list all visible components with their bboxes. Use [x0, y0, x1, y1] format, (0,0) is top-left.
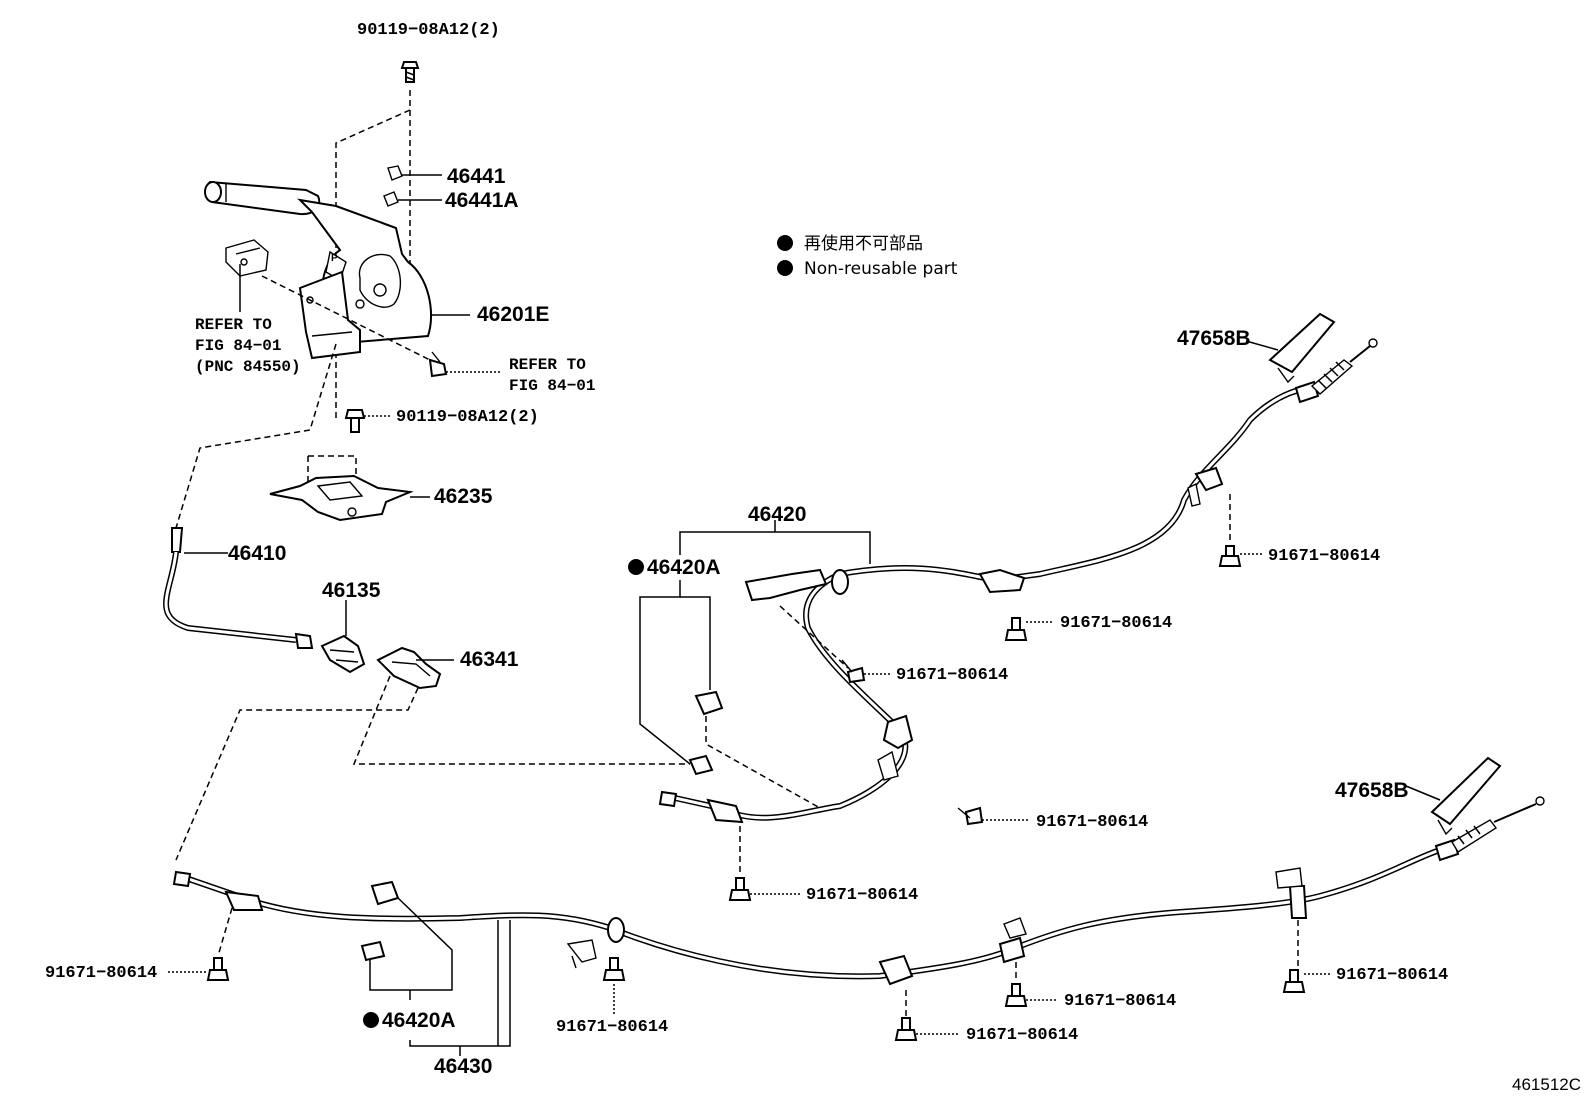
lh-cable-46430: 47658B 46420A 46430 91671−80614 91671−80… — [45, 756, 1545, 1078]
label-91671-i: 91671−80614 — [1064, 992, 1176, 1011]
label-bolt-top: 90119−08A12(2) — [357, 21, 500, 40]
label-46420: 46420 — [748, 503, 806, 526]
rh-cable-46420: 46420 46420A 47658B — [628, 312, 1380, 905]
label-46341: 46341 — [460, 648, 519, 671]
bolt-icon — [894, 1017, 918, 1041]
cable-clip-47658b-lower — [1430, 756, 1502, 836]
bolt-icon — [1218, 545, 1242, 567]
clip-icon — [383, 165, 403, 207]
label-91671-f: 91671−80614 — [45, 964, 157, 983]
label-91671-c: 91671−80614 — [896, 666, 1008, 685]
bolt-icon — [428, 351, 448, 378]
label-47658b-upper: 47658B — [1177, 327, 1251, 350]
brake-lever-handle: P — [204, 180, 432, 360]
bolt-icon — [1004, 617, 1028, 641]
bolt-icon — [400, 61, 420, 83]
bolt-icon — [1282, 969, 1306, 993]
non-reusable-marker-icon — [363, 1012, 379, 1028]
label-91671-j: 91671−80614 — [1336, 966, 1448, 985]
cable-clip-47658b-upper — [1268, 312, 1336, 384]
label-46201e: 46201E — [477, 303, 549, 326]
non-reusable-marker-icon — [777, 235, 793, 251]
non-reusable-marker-icon — [777, 260, 793, 276]
bolt-icon — [728, 877, 752, 901]
label-91671-e: 91671−80614 — [806, 886, 918, 905]
bolt-icon — [957, 806, 984, 826]
label-46235: 46235 — [434, 485, 493, 508]
label-91671-b: 91671−80614 — [1060, 614, 1172, 633]
legend: 再使用不可部品 Non-reusable part — [777, 233, 958, 279]
label-91671-a: 91671−80614 — [1268, 547, 1380, 566]
label-refer-right-1: REFER TO — [509, 356, 586, 374]
label-refer-right-2: FIG 84−01 — [509, 377, 595, 395]
label-46135: 46135 — [322, 579, 381, 602]
label-46420a-upper: 46420A — [647, 556, 721, 579]
equalizer-parts: 46135 46341 — [175, 579, 690, 861]
figure-number: 461512C — [1512, 1075, 1581, 1094]
label-91671-d: 91671−80614 — [1036, 813, 1148, 832]
label-91671-h: 91671−80614 — [966, 1026, 1078, 1045]
parking-brake-lever-assembly: 90119−08A12(2) 46441 46441A P — [195, 21, 595, 522]
label-46441a: 46441A — [445, 189, 519, 212]
label-46420a-lower: 46420A — [382, 1009, 456, 1032]
bolt-icon — [841, 659, 866, 684]
label-bolt-mid: 90119−08A12(2) — [396, 408, 539, 427]
legend-english: Non-reusable part — [804, 259, 958, 279]
bolt-icon — [1004, 983, 1028, 1007]
label-46410: 46410 — [228, 542, 286, 565]
bolt-icon — [344, 409, 366, 433]
bracket-46235 — [269, 474, 414, 522]
label-91671-g: 91671−80614 — [556, 1018, 668, 1037]
label-46441: 46441 — [447, 165, 506, 188]
non-reusable-marker-icon — [628, 559, 644, 575]
bolt-icon — [602, 957, 626, 981]
label-refer-left-3: (PNC 84550) — [195, 358, 301, 376]
legend-japanese: 再使用不可部品 — [804, 233, 923, 254]
front-cable-46410: 46410 — [163, 343, 337, 649]
label-refer-left-2: FIG 84−01 — [195, 337, 281, 355]
label-46430: 46430 — [434, 1055, 492, 1078]
label-47658b-lower: 47658B — [1335, 779, 1409, 802]
label-refer-left-1: REFER TO — [195, 316, 272, 334]
svg-text:P: P — [331, 253, 338, 264]
bolt-icon — [206, 957, 230, 981]
